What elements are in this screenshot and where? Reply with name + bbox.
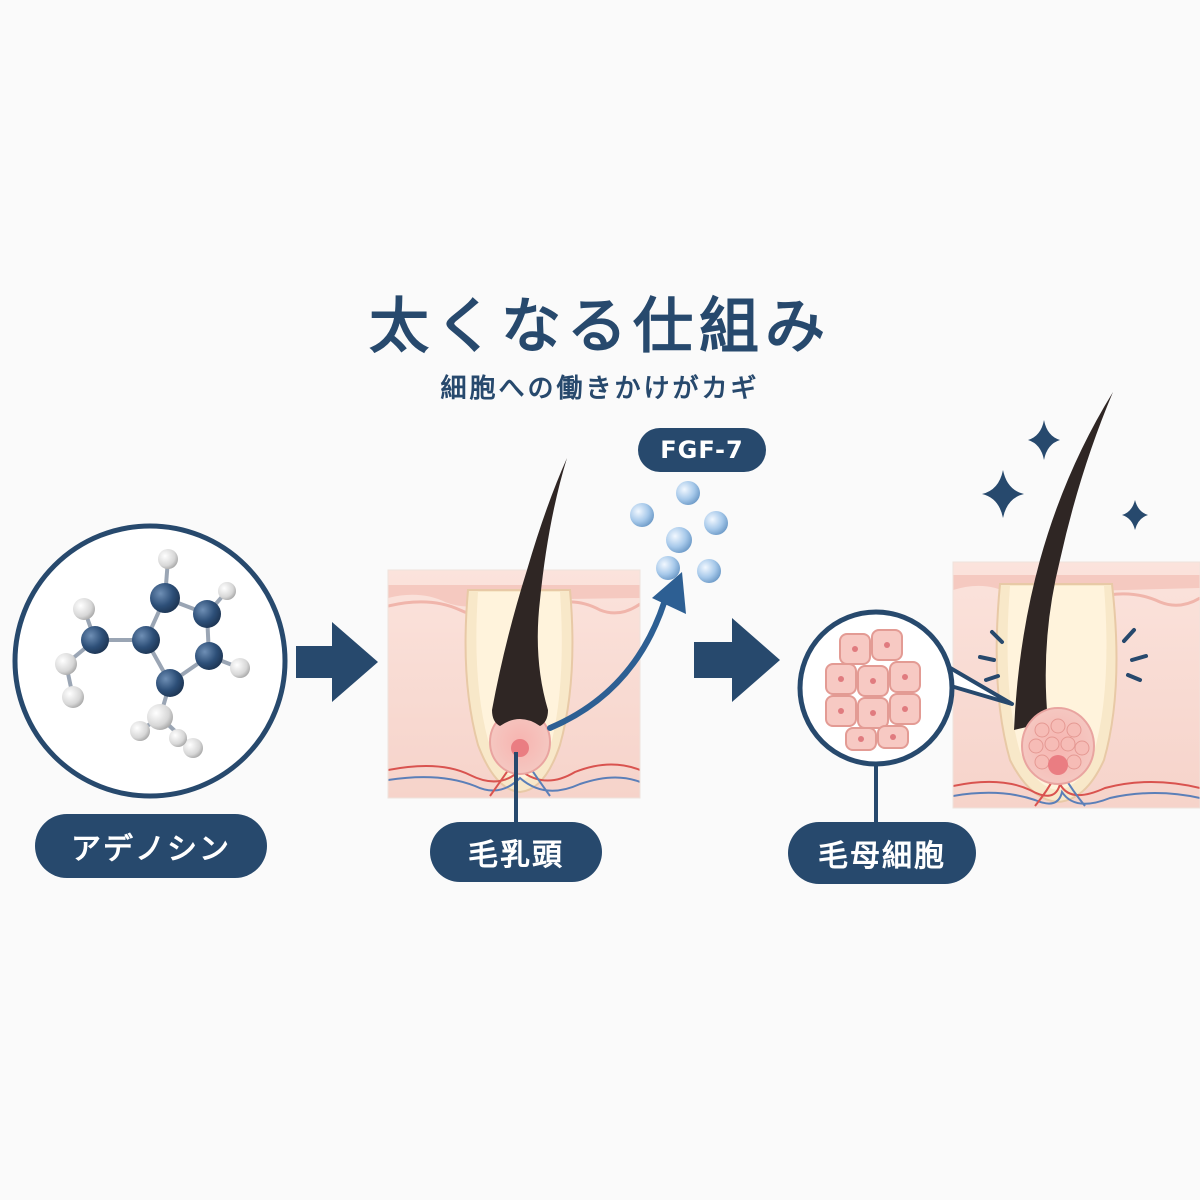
page-subtitle: 細胞への働きかけがカギ [440, 374, 760, 404]
arrow-right-icon [694, 618, 780, 702]
arrow-right-icon [296, 622, 378, 702]
hair-follicle-papilla [387, 458, 686, 840]
fgf7-molecules [630, 481, 728, 583]
page-title: 太くなる仕組み [369, 292, 831, 362]
adenosine-label: アデノシン [35, 814, 267, 878]
matrix-cells-magnifier [797, 609, 1014, 822]
papilla-label: 毛乳頭 [430, 822, 602, 882]
fgf7-label: FGF-7 [638, 428, 766, 472]
matrix-cells-label: 毛母細胞 [788, 822, 976, 884]
adenosine-molecule [12, 523, 288, 799]
hair-follicle-thick [952, 392, 1200, 809]
